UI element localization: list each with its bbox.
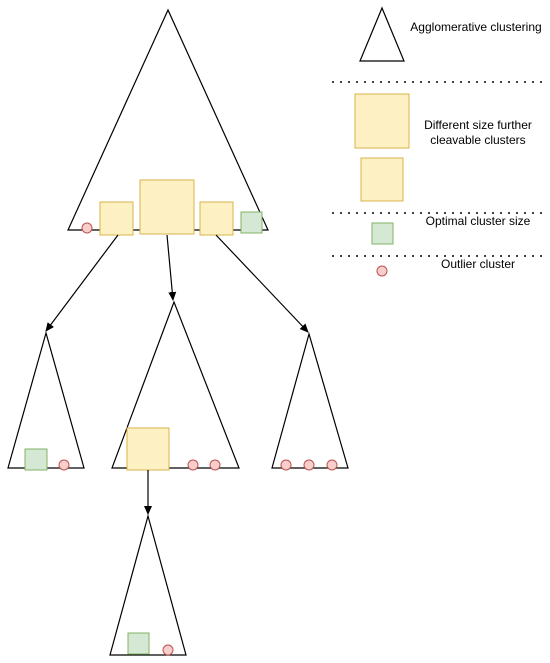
cleavable-cluster — [139, 179, 195, 235]
outlier-cluster — [162, 644, 174, 656]
legend-cleavable-small-icon — [360, 157, 404, 202]
legend-label-optimal: Optimal cluster size — [425, 214, 531, 228]
legend-outlier-icon — [376, 265, 388, 277]
grandchild-cluster-triangle — [109, 513, 187, 656]
cleavable-cluster — [99, 201, 134, 236]
split-arrow — [45, 234, 119, 332]
legend-triangle-icon — [359, 6, 405, 62]
legend-cleavable-large-icon — [354, 93, 410, 149]
outlier-cluster — [303, 459, 315, 471]
optimal-cluster — [24, 448, 48, 471]
split-arrow — [215, 234, 309, 333]
child-cluster-triangle — [111, 300, 240, 469]
legend-label-cleavable: Different size further cleavable cluster… — [424, 118, 532, 147]
outlier-cluster — [209, 459, 221, 471]
cleavable-cluster — [199, 201, 234, 236]
child-cluster-triangle — [271, 331, 349, 469]
outlier-cluster — [326, 459, 338, 471]
optimal-cluster — [127, 632, 150, 655]
legend-label-agglomerative: Agglomerative clustering — [410, 20, 542, 34]
outlier-cluster — [187, 459, 199, 471]
child-cluster-triangle — [7, 330, 85, 469]
cleavable-cluster — [126, 427, 170, 471]
legend-label-outlier: Outlier cluster — [440, 257, 516, 271]
outlier-cluster — [58, 459, 70, 471]
legend-optimal-icon — [371, 222, 394, 245]
split-arrow — [166, 234, 177, 301]
optimal-cluster — [240, 211, 263, 234]
outlier-cluster — [280, 459, 292, 471]
outlier-cluster — [81, 222, 93, 234]
